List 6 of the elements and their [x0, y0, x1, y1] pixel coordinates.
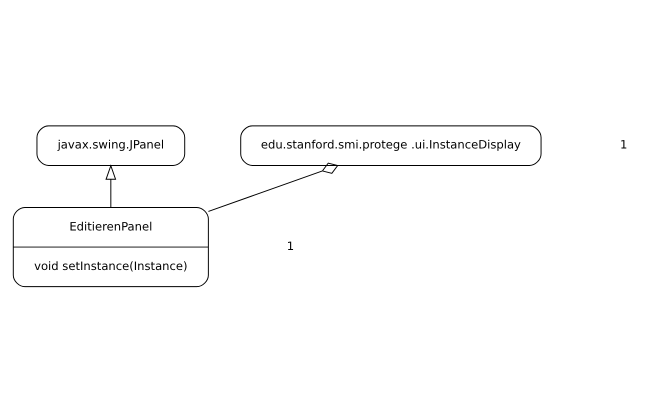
label: 1 [620, 138, 628, 152]
arrow [105, 164, 116, 208]
connector [208, 162, 338, 212]
node-box: edu.stanford.smi.protege .ui.InstanceDisplay [240, 125, 542, 166]
node-box: javax.swing.JPanel [36, 125, 186, 166]
label: 1 [286, 239, 294, 254]
